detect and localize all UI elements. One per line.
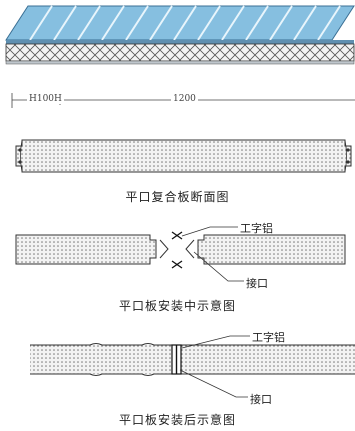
panel-3d — [5, 5, 355, 65]
panel-top-skin — [6, 40, 354, 44]
install-mid-left-panel — [15, 234, 157, 265]
install-mid-panels — [15, 226, 346, 282]
leader-lines-after — [179, 335, 250, 398]
dimension-large: 1200 — [171, 94, 198, 104]
connector-markers-mid — [171, 231, 183, 269]
leader-lines-mid — [181, 226, 244, 282]
connector-label-after: 工字铝 — [252, 331, 285, 344]
install-mid-caption: 平口板安装中示意图 — [118, 299, 236, 313]
install-after-panels — [30, 335, 355, 398]
dimension-small: H100H — [27, 94, 64, 104]
section-outline — [15, 139, 352, 173]
install-after-caption: 平口板安装后示意图 — [118, 413, 236, 427]
panel-core-side — [5, 43, 355, 62]
install-after-panel — [30, 345, 355, 374]
panel-bottom-skin — [5, 60, 355, 65]
joint-label-after: 接口 — [250, 393, 272, 406]
connector-label-mid: 工字铝 — [240, 222, 273, 235]
section-caption: 平口复合板断面图 — [125, 190, 230, 204]
panel-ribs — [29, 5, 341, 41]
joint-label-mid: 接口 — [246, 277, 268, 290]
section-panel — [15, 139, 352, 173]
install-mid-right-panel — [197, 234, 346, 265]
